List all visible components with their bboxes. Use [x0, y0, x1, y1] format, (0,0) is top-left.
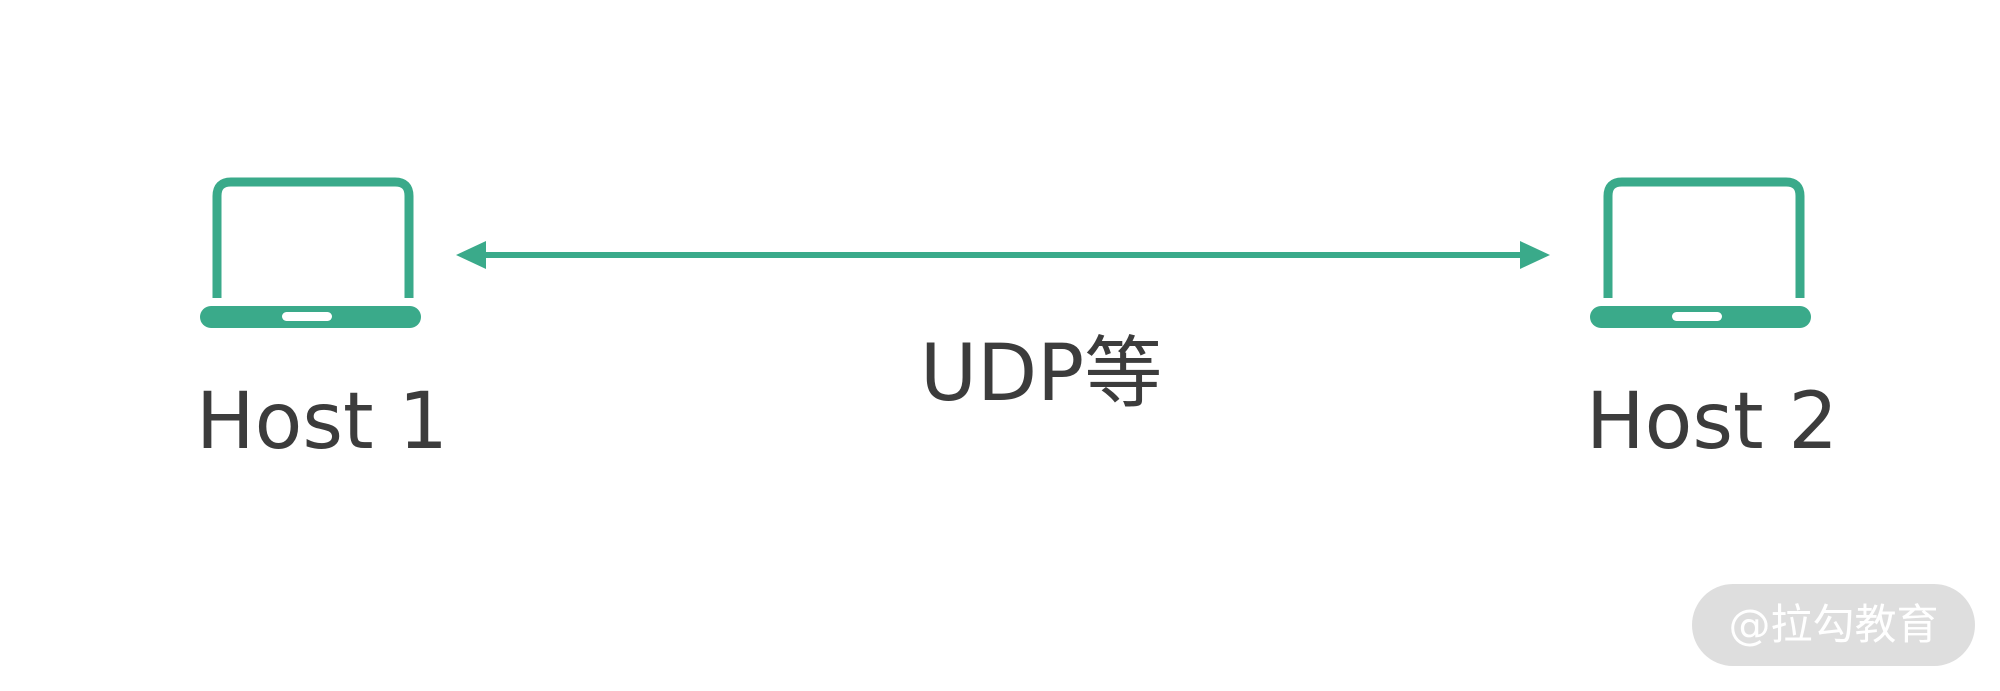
- watermark-badge: @拉勾教育: [1692, 584, 1975, 666]
- arrowhead-right-icon: [1520, 241, 1550, 269]
- host1-label: Host 1: [196, 377, 449, 467]
- host2-laptop-icon: [1590, 177, 1811, 328]
- host1-laptop-icon: [200, 177, 421, 328]
- arrowhead-left-icon: [456, 241, 486, 269]
- bidirectional-arrow: [456, 241, 1550, 269]
- link-protocol-label: UDP等: [920, 329, 1163, 419]
- host2-label: Host 2: [1586, 377, 1839, 467]
